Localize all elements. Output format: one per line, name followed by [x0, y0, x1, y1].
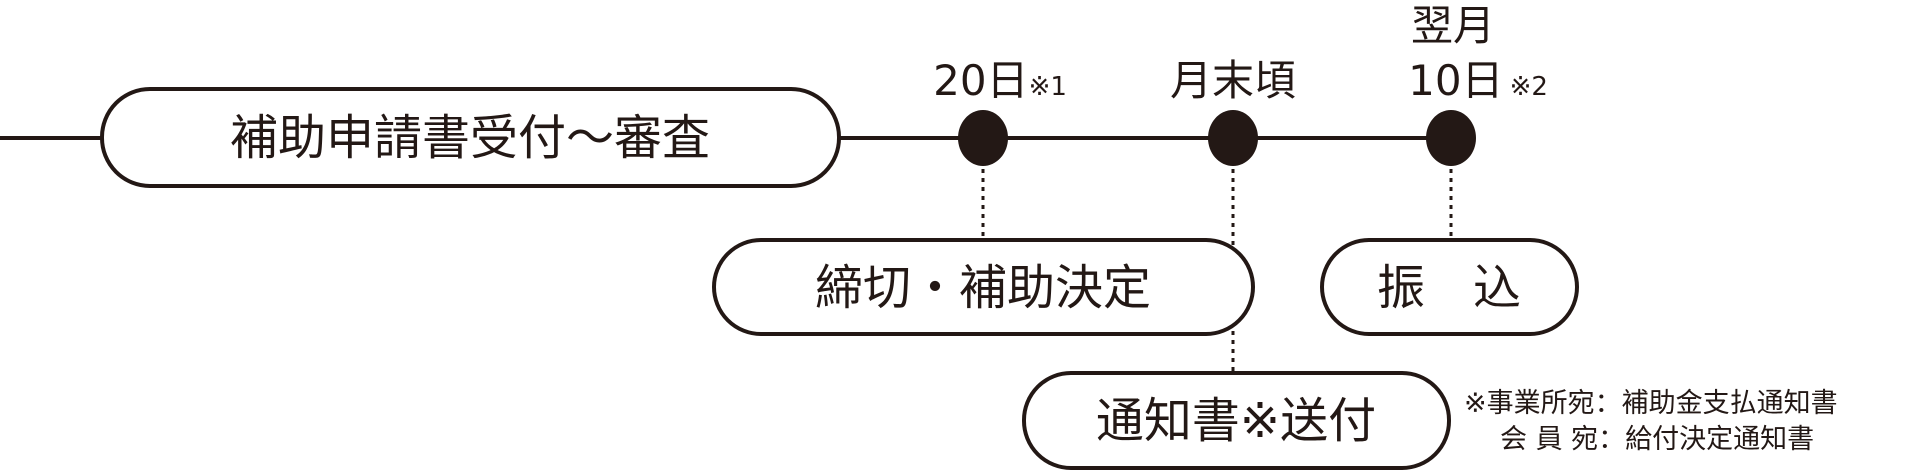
milestone-label-10th: 10日※2 — [1408, 56, 1548, 105]
dotted-connectors — [981, 160, 1453, 373]
milestone-label-month-end: 月末頃 — [1170, 56, 1296, 105]
stage-application: 補助申請書受付～審査 — [100, 87, 841, 188]
milestone-label-20th: 20日※1 — [933, 56, 1067, 105]
stage-transfer: 振 込 — [1320, 238, 1579, 336]
milestone-dot-20th — [958, 110, 1008, 166]
milestone-label-next-month: 翌月 — [1411, 1, 1495, 50]
milestone-dot-next-month-10th — [1426, 110, 1476, 166]
stage-application-label: 補助申請書受付～審査 — [230, 110, 710, 166]
milestone-dot-month-end — [1208, 110, 1258, 166]
milestone-markers — [958, 110, 1476, 166]
stage-deadline: 締切・補助決定 — [712, 238, 1255, 336]
stage-transfer-label: 振 込 — [1377, 260, 1521, 316]
footnote-line-2: 会 員 宛：給付決定通知書 — [1500, 424, 1814, 455]
stage-notice: 通知書※送付 — [1022, 371, 1451, 470]
footnote-line-1: ※事業所宛：補助金支払通知書 — [1464, 388, 1838, 419]
stage-notice-label: 通知書※送付 — [1096, 393, 1376, 449]
stage-deadline-label: 締切・補助決定 — [815, 260, 1151, 316]
